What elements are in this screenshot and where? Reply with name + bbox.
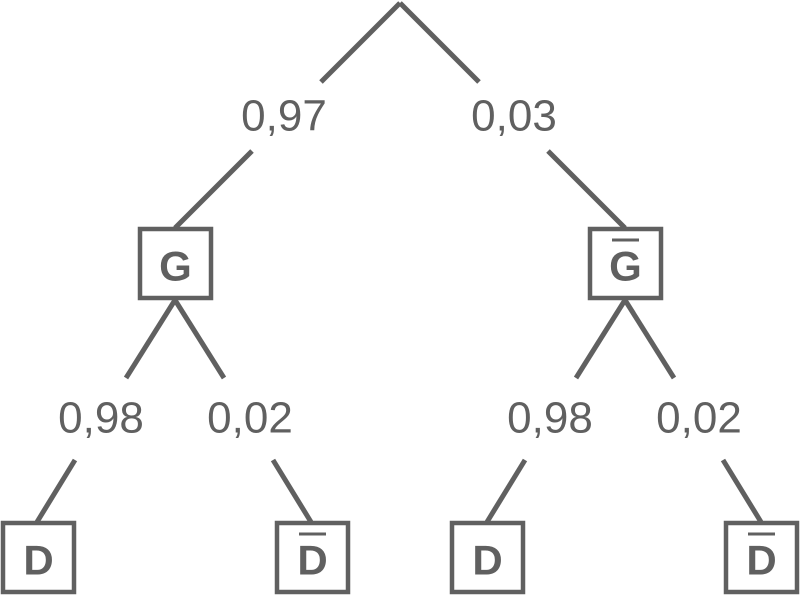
edge-gbar-left-lower — [484, 458, 528, 524]
edge-root-right-lower — [546, 149, 627, 230]
node-level2-left-right-label: D — [297, 537, 327, 584]
edge-gbar-left-upper — [573, 298, 628, 380]
prob-level2-right-left: 0,98 — [507, 394, 593, 443]
edge-root-left-upper — [319, 1, 402, 84]
node-level1-right: G — [587, 226, 664, 301]
node-level1-left-label: G — [159, 243, 192, 290]
node-level2-left-left-label: D — [23, 537, 53, 584]
node-level1-left: G — [137, 226, 214, 301]
edge-gbar-right-upper — [622, 298, 677, 380]
node-level1-right-label: G — [609, 243, 642, 290]
prob-level2-left-right: 0,02 — [207, 394, 293, 443]
edge-root-right-upper — [398, 1, 481, 84]
node-level2-right-left-label: D — [472, 537, 502, 584]
edge-g-right-upper — [172, 298, 227, 380]
prob-level1-right: 0,03 — [471, 92, 557, 141]
prob-level1-left: 0,97 — [241, 92, 327, 141]
node-level2-right-left: D — [449, 520, 526, 595]
edge-root-left-lower — [173, 149, 254, 230]
node-level2-left-left: D — [0, 520, 77, 595]
prob-level2-left-left: 0,98 — [58, 394, 144, 443]
node-level2-right-right: D — [723, 520, 800, 595]
node-level2-left-right: D — [274, 520, 351, 595]
edge-g-right-lower — [270, 458, 314, 524]
edge-g-left-upper — [123, 298, 178, 380]
edge-g-left-lower — [34, 458, 78, 524]
prob-level2-right-right: 0,02 — [656, 394, 742, 443]
edge-gbar-right-lower — [720, 458, 764, 524]
node-level2-right-right-label: D — [746, 537, 776, 584]
